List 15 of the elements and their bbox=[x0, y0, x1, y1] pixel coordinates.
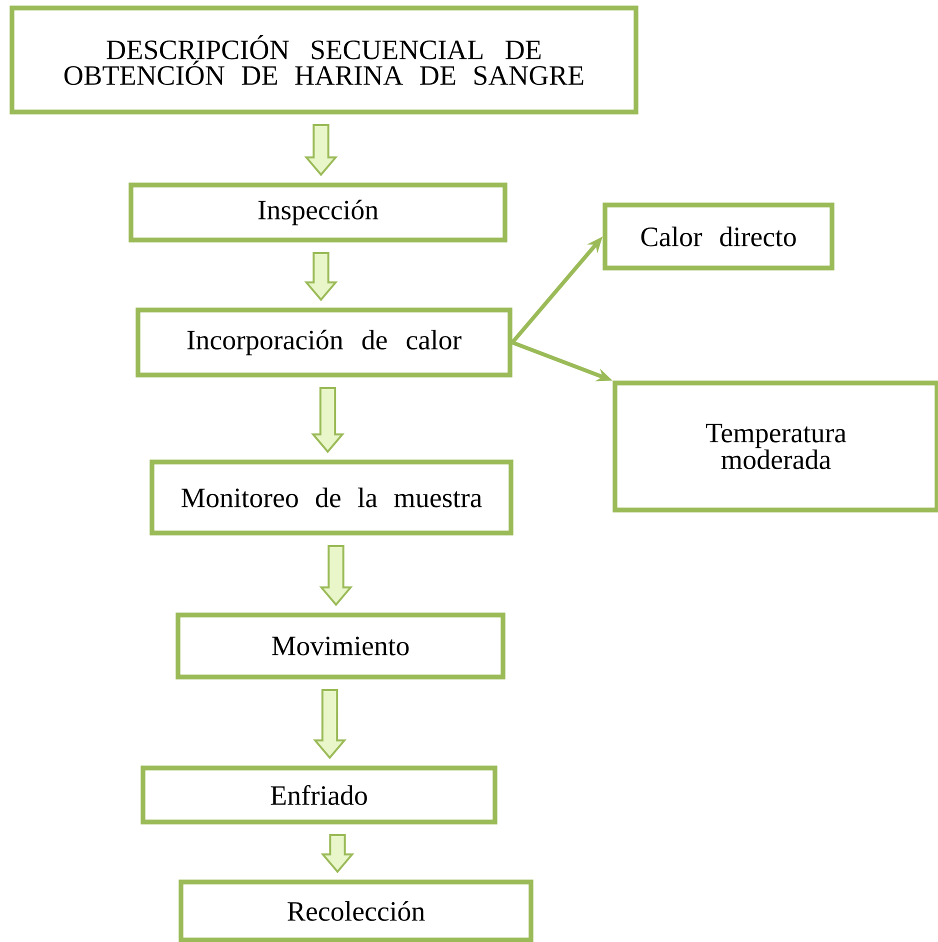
process-box: DESCRIPCIÓN SECUENCIAL DE OBTENCIÓN DE HARINA DE SANGRE bbox=[10, 6, 638, 114]
block-arrow bbox=[312, 689, 347, 760]
block-arrow bbox=[304, 252, 338, 302]
process-box: Inspección bbox=[128, 182, 508, 242]
process-box: Calor directo bbox=[602, 202, 834, 270]
process-box: Enfriado bbox=[140, 766, 498, 824]
process-box: Movimiento bbox=[176, 612, 506, 680]
block-arrow bbox=[304, 124, 338, 176]
block-arrow bbox=[320, 834, 354, 874]
process-box: Monitoreo de la muestra bbox=[150, 460, 514, 536]
process-box: Incorporación de calor bbox=[136, 308, 512, 378]
process-box: Recolección bbox=[178, 880, 534, 942]
block-arrow bbox=[310, 387, 345, 454]
block-arrow bbox=[319, 545, 353, 606]
process-box: Temperatura moderada bbox=[612, 380, 938, 512]
